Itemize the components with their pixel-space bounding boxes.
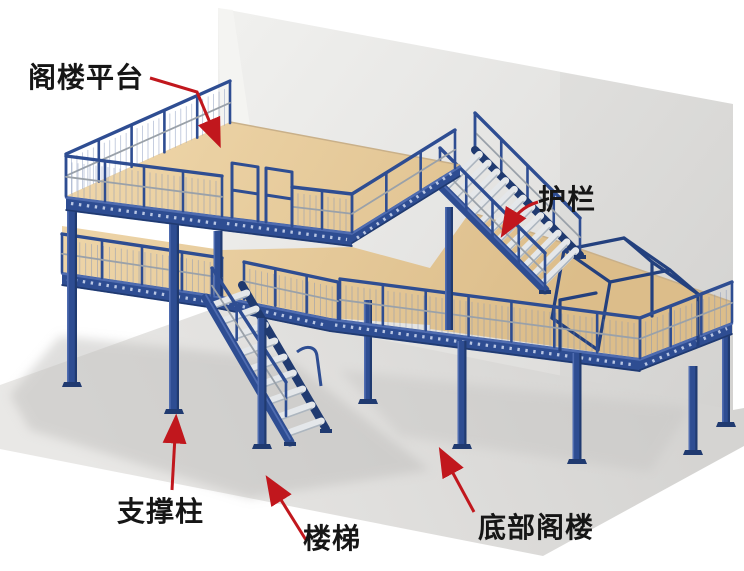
guardrail	[210, 266, 288, 418]
support-columns	[252, 318, 272, 449]
leader-stairs	[265, 475, 308, 541]
perforated-beam	[638, 322, 734, 371]
perforated-beam	[220, 216, 354, 247]
floor-shadow-left	[10, 336, 430, 498]
label-loft-platform: 阁楼平台	[28, 61, 144, 93]
pallet-gate	[550, 236, 700, 352]
label-guardrail: 护栏	[538, 184, 596, 215]
perforated-beam	[350, 165, 462, 244]
guardrail	[338, 277, 642, 360]
support-columns	[445, 207, 453, 330]
left-tower	[62, 211, 223, 414]
guardrail	[242, 260, 340, 321]
label-support-column: 支撑柱	[117, 496, 204, 527]
upper-deck-surface	[66, 122, 460, 232]
label-stairs: 楼梯	[303, 523, 361, 554]
middle-staircase	[201, 266, 332, 449]
floor-shadow-right	[340, 370, 690, 472]
guardrail	[350, 128, 457, 234]
perforated-beam	[64, 196, 224, 231]
leader-support-column	[162, 413, 187, 491]
annotations: 阁楼平台 护栏 支撑柱 楼梯 底部阁楼	[28, 61, 596, 554]
leader-bottom-loft	[438, 447, 476, 513]
warehouse-floor	[0, 307, 744, 556]
perforated-beam	[60, 272, 224, 310]
staircase-flight	[201, 281, 332, 447]
guardrail	[64, 154, 224, 218]
support-columns	[452, 341, 703, 464]
loft-platform-upper	[64, 79, 462, 247]
support-columns	[62, 211, 223, 414]
leader-loft-platform	[149, 76, 221, 149]
perforated-beam	[328, 318, 642, 372]
label-bottom-loft: 底部阁楼	[478, 511, 594, 543]
guardrail	[473, 111, 582, 257]
leader-guardrail	[500, 200, 539, 238]
deck-access-gate	[230, 161, 294, 228]
guardrail	[638, 280, 734, 360]
stair-handrail-loop	[296, 345, 323, 387]
wall-edge-highlight	[218, 8, 250, 133]
support-columns	[358, 300, 736, 427]
